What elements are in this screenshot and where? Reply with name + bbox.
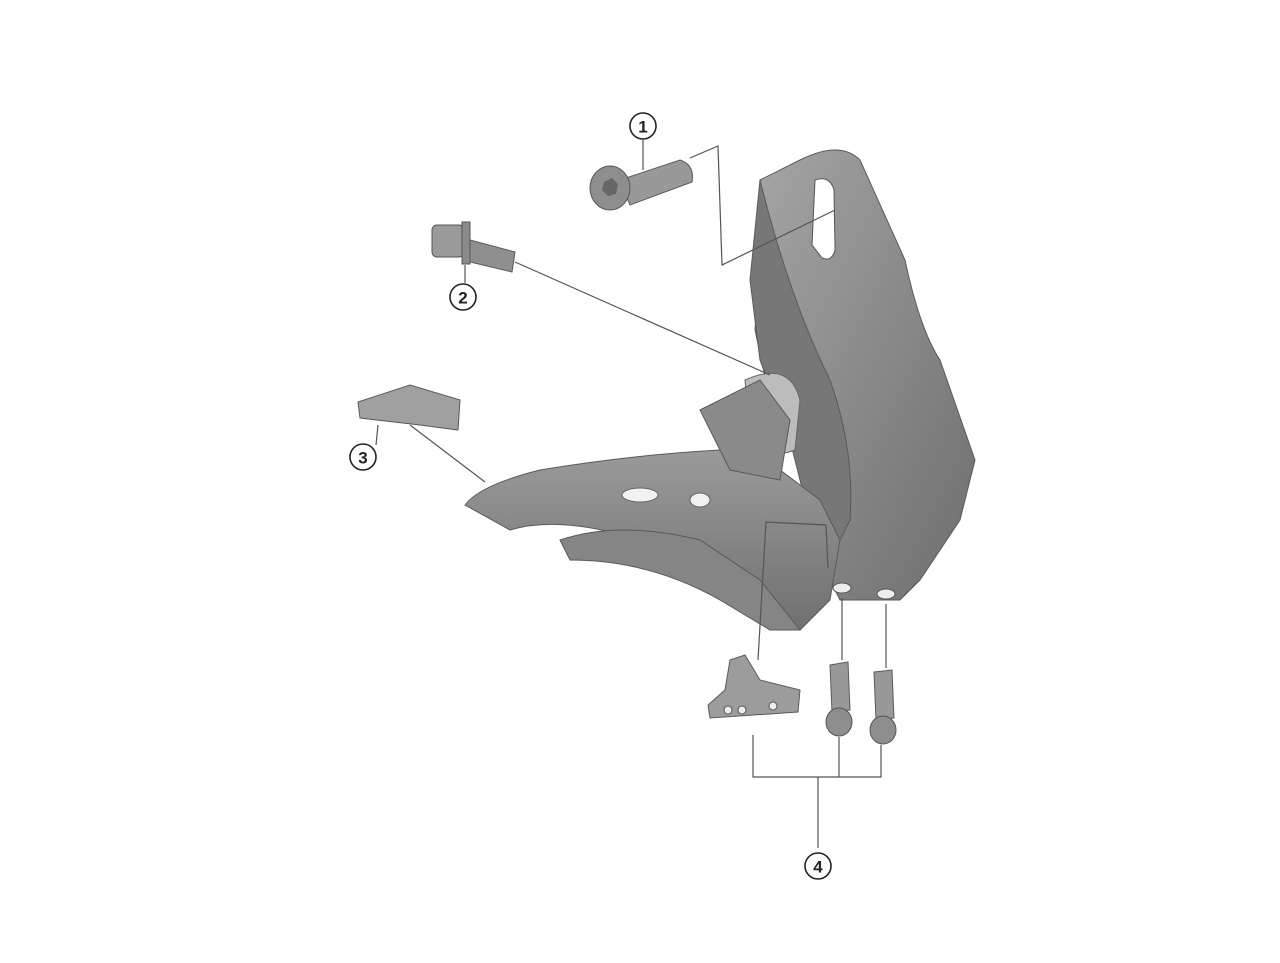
bolt-hole [876, 588, 896, 600]
leader-lines [375, 140, 887, 848]
screw-part-4a [825, 661, 853, 737]
callout-1: 1 [629, 112, 657, 140]
cable-anchor-part-4 [707, 654, 801, 719]
derailleur-cage [464, 379, 841, 631]
pad-part-3 [357, 384, 461, 431]
bolt-hole [832, 582, 852, 594]
callout-3: 3 [349, 443, 377, 471]
callout-2: 2 [449, 283, 477, 311]
bolt-part-1 [589, 159, 693, 211]
bolt-part-2 [431, 221, 516, 273]
screw-part-4b [869, 669, 897, 745]
callout-number: 3 [358, 449, 367, 468]
callout-number: 1 [638, 118, 647, 137]
callout-number: 4 [813, 858, 823, 877]
callout-4: 4 [804, 852, 832, 880]
callout-number: 2 [458, 289, 467, 308]
